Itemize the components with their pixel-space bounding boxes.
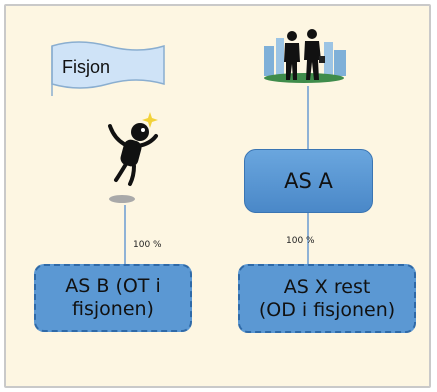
fisjon-flag xyxy=(51,41,165,96)
connector-right-bottom xyxy=(307,213,309,265)
company-box-as-x: AS X rest (OD i fisjonen) xyxy=(238,264,416,333)
business-people-icon xyxy=(264,29,346,83)
connector-right-top xyxy=(307,86,309,149)
company-box-as-b: AS B (OT i fisjonen) xyxy=(34,264,192,332)
left-ownership-label: 100 % xyxy=(133,240,162,250)
fisjon-flag-label: Fisjon xyxy=(62,57,111,77)
right-ownership-label: 100 % xyxy=(286,236,315,246)
connector-left xyxy=(124,205,126,265)
company-box-as-a: AS A xyxy=(244,149,373,213)
jumping-figure-icon xyxy=(108,112,158,203)
